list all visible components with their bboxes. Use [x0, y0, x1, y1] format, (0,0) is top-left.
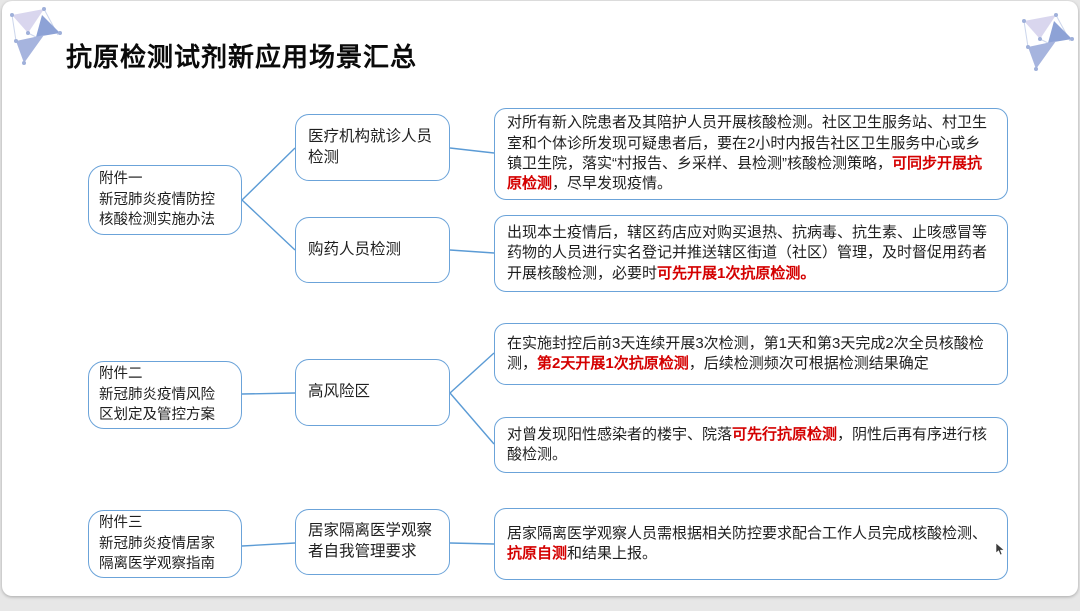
detail-box-home-quarantine: 居家隔离医学观察人员需根据相关防控要求配合工作人员完成核酸检测、抗原自测和结果上…: [494, 508, 1008, 580]
detail-text-lockdown-testing: 在实施封控后前3天连续开展3次检测，第1天和第3天完成2次全员核酸检测，第2天开…: [507, 334, 984, 372]
slide-canvas: 抗原检测试剂新应用场景汇总 附件一 新冠肺炎疫情防控 核酸检测实施办法 医疗机构…: [2, 1, 1078, 596]
triangle-cluster-logo: [10, 7, 62, 65]
detail-text-medical-institution: 对所有新入院患者及其陪护人员开展核酸检测。社区卫生服务站、村卫生室和个体诊所发现…: [507, 114, 988, 193]
detail-text-positive-buildings: 对曾发现阳性感染者的楼宇、院落可先行抗原检测，阴性后再有序进行核酸检测。: [507, 425, 988, 463]
scenario-box-medicine-purchaser: 购药人员检测: [295, 217, 450, 283]
triangle-cluster-logo: [1022, 13, 1074, 71]
detail-box-positive-buildings: 对曾发现阳性感染者的楼宇、院落可先行抗原检测，阴性后再有序进行核酸检测。: [494, 417, 1008, 473]
attachment-box-1: 附件一 新冠肺炎疫情防控 核酸检测实施办法: [88, 165, 242, 235]
scenario-box-medicine-purchaser-label: 购药人员检测: [308, 240, 402, 258]
attachment-box-2: 附件二 新冠肺炎疫情风险 区划定及管控方案: [88, 361, 242, 429]
detail-text-medicine-purchaser: 出现本土疫情后，辖区药店应对购买退热、抗病毒、抗生素、止咳感冒等药物的人员进行实…: [507, 223, 988, 282]
scenario-box-high-risk-area-label: 高风险区: [308, 383, 371, 401]
page-title: 抗原检测试剂新应用场景汇总: [66, 42, 418, 72]
attachment-box-3: 附件三 新冠肺炎疫情居家 隔离医学观察指南: [88, 510, 242, 578]
scenario-box-home-quarantine-label: 居家隔离医学观察者自我管理要求: [308, 522, 433, 560]
detail-text-home-quarantine: 居家隔离医学观察人员需根据相关防控要求配合工作人员完成核酸检测、抗原自测和结果上…: [507, 524, 988, 562]
scenario-box-medical-institution-label: 医疗机构就诊人员检测: [308, 127, 433, 166]
detail-box-medicine-purchaser: 出现本土疫情后，辖区药店应对购买退热、抗病毒、抗生素、止咳感冒等药物的人员进行实…: [494, 215, 1008, 292]
mouse-cursor-icon: [995, 543, 1005, 556]
scenario-box-home-quarantine: 居家隔离医学观察者自我管理要求: [295, 509, 450, 575]
detail-box-medical-institution: 对所有新入院患者及其陪护人员开展核酸检测。社区卫生服务站、村卫生室和个体诊所发现…: [494, 108, 1008, 200]
attachment-box-3-label: 附件三 新冠肺炎疫情居家 隔离医学观察指南: [99, 515, 215, 573]
scenario-box-high-risk-area: 高风险区: [295, 359, 450, 426]
detail-box-lockdown-testing: 在实施封控后前3天连续开展3次检测，第1天和第3天完成2次全员核酸检测，第2天开…: [494, 323, 1008, 385]
attachment-box-2-label: 附件二 新冠肺炎疫情风险 区划定及管控方案: [99, 366, 215, 424]
scenario-box-medical-institution: 医疗机构就诊人员检测: [295, 114, 450, 181]
attachment-box-1-label: 附件一 新冠肺炎疫情防控 核酸检测实施办法: [99, 171, 215, 229]
